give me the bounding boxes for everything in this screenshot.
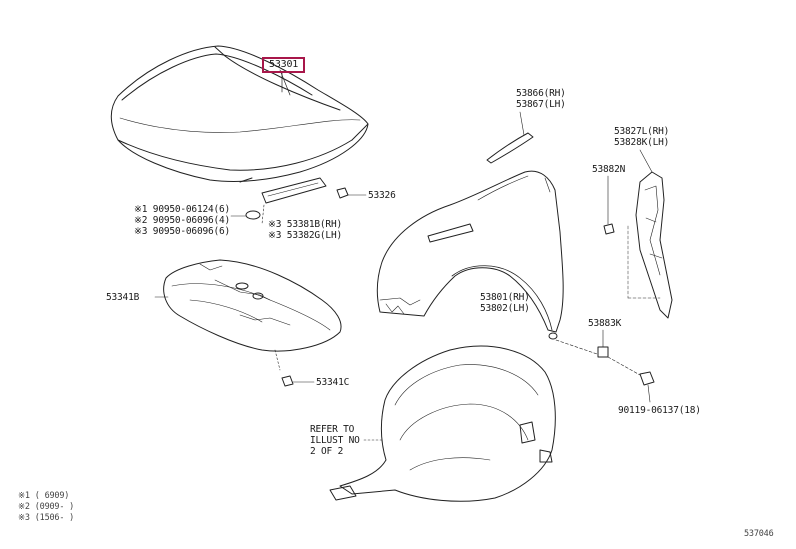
fender-drawing <box>376 170 601 356</box>
bolt-part-number[interactable]: 90119-06137(18) <box>618 405 701 416</box>
refer-line-1: REFER TO <box>310 424 355 435</box>
hood-part-number[interactable]: 53301 <box>262 57 306 73</box>
under-cover-drawing <box>154 259 342 371</box>
bolt-drawing <box>607 356 655 403</box>
cover-clip-drawing <box>281 375 315 387</box>
fender-clip-part-number[interactable]: 53883K <box>588 318 622 329</box>
hood-drawing <box>110 45 369 183</box>
fender-liner-drawing <box>329 345 556 502</box>
fender-top-rh[interactable]: 53866(RH) <box>516 88 566 99</box>
hood-molding-part-numbers: ※3 53381B(RH) ※3 53382G(LH) <box>268 219 342 241</box>
hood-molding-lh[interactable]: ※3 53382G(LH) <box>268 230 342 241</box>
fender-top-drawing <box>486 111 534 164</box>
legend-note-3: ※3 (1506- ) <box>18 513 75 523</box>
fender-bracket-part-numbers: 53827L(RH) 53828K(LH) <box>614 126 669 148</box>
legend-notes: ※1 ( 6909) ※2 (0909- ) ※3 (1506- ) <box>18 491 74 524</box>
hood-molding-drawing <box>261 177 327 225</box>
cover-clip-part-number[interactable]: 53341C <box>316 377 350 388</box>
refer-line-2: ILLUST NO <box>310 435 360 446</box>
fender-top-lh[interactable]: 53867(LH) <box>516 99 566 110</box>
fender-bracket-drawing <box>627 149 673 319</box>
fender-bracket-rh[interactable]: 53827L(RH) <box>614 126 670 137</box>
bracket-clip-part-number[interactable]: 53882N <box>592 164 626 175</box>
hood-seal-drawing <box>230 210 261 220</box>
under-cover-part-number[interactable]: 53341B <box>106 292 140 303</box>
legend-note-1: ※1 ( 6909) <box>18 491 70 501</box>
figure-id: 537046 <box>744 529 774 539</box>
fender-part-numbers: 53801(RH) 53802(LH) <box>480 292 530 314</box>
hood-clip-part-number[interactable]: 53326 <box>368 190 396 201</box>
fender-clip-drawing <box>597 329 609 358</box>
hood-molding-rh[interactable]: ※3 53381B(RH) <box>268 219 342 230</box>
hood-seal-part-numbers: ※1 90950-06124(6) ※2 90950-06096(4) ※3 9… <box>134 204 230 237</box>
fender-rh[interactable]: 53801(RH) <box>480 292 530 303</box>
refer-illustration-note: REFER TO ILLUST NO 2 OF 2 <box>310 424 360 457</box>
hood-seal-part-1[interactable]: ※1 90950-06124(6) <box>134 204 231 215</box>
hood-seal-part-3[interactable]: ※3 90950-06096(6) <box>134 226 231 237</box>
fender-bracket-lh[interactable]: 53828K(LH) <box>614 137 670 148</box>
refer-line-3: 2 OF 2 <box>310 446 344 457</box>
hood-seal-part-2[interactable]: ※2 90950-06096(4) <box>134 215 231 226</box>
legend-note-2: ※2 (0909- ) <box>18 502 75 512</box>
fender-top-part-numbers: 53866(RH) 53867(LH) <box>516 88 566 110</box>
bracket-clip-drawing <box>603 175 615 235</box>
hood-clip-drawing <box>336 187 367 199</box>
fender-lh[interactable]: 53802(LH) <box>480 303 530 314</box>
